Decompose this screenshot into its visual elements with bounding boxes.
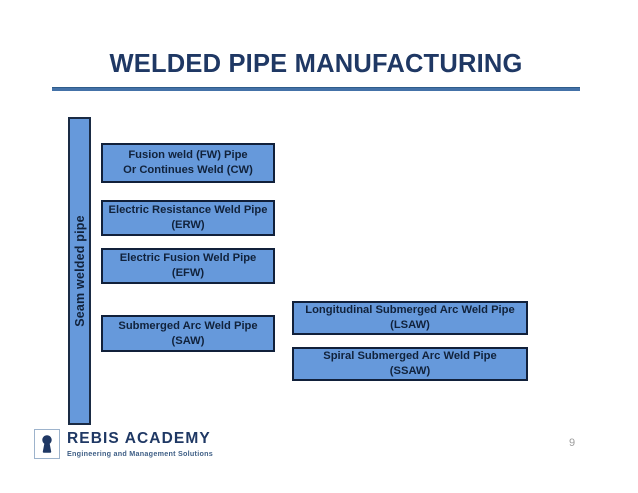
process-box-line2: Or Continues Weld (CW) xyxy=(123,164,253,176)
category-bar-label: Seam welded pipe xyxy=(72,215,87,327)
keyhole-icon xyxy=(34,429,60,459)
process-box-line2: (LSAW) xyxy=(390,319,430,331)
process-box-fusion-weld[interactable]: Fusion weld (FW) Pipe Or Continues Weld … xyxy=(101,143,275,183)
logo-text-block: REBIS ACADEMY Engineering and Management… xyxy=(67,429,213,458)
process-box-line1: Spiral Submerged Arc Weld Pipe xyxy=(323,350,497,363)
title-divider xyxy=(52,87,580,91)
process-box-ssaw[interactable]: Spiral Submerged Arc Weld Pipe (SSAW) xyxy=(292,347,528,381)
logo-tagline: Engineering and Management Solutions xyxy=(67,448,213,458)
process-box-line1: Electric Fusion Weld Pipe xyxy=(119,252,257,265)
process-box-efw[interactable]: Electric Fusion Weld Pipe (EFW) xyxy=(101,248,275,284)
process-box-line2: (EFW) xyxy=(171,267,205,279)
process-box-line2: (ERW) xyxy=(171,219,205,231)
process-box-line1: Submerged Arc Weld Pipe xyxy=(118,319,258,332)
process-box-line1: Longitudinal Submerged Arc Weld Pipe xyxy=(305,304,515,317)
process-box-line2: (SSAW) xyxy=(389,365,431,377)
footer-logo: REBIS ACADEMY Engineering and Management… xyxy=(34,429,213,459)
seam-welded-pipe-category-bar: Seam welded pipe xyxy=(68,117,91,425)
page-title: WELDED PIPE MANUFACTURING xyxy=(109,50,523,78)
process-box-saw[interactable]: Submerged Arc Weld Pipe (SAW) xyxy=(101,315,275,352)
process-box-line1: Fusion weld (FW) Pipe xyxy=(128,149,248,162)
process-box-line1: Electric Resistance Weld Pipe xyxy=(108,204,268,217)
process-box-line2: (SAW) xyxy=(171,334,205,347)
logo-name: REBIS ACADEMY xyxy=(67,429,211,447)
page-number: 9 xyxy=(568,437,576,449)
process-box-erw[interactable]: Electric Resistance Weld Pipe (ERW) xyxy=(101,200,275,236)
process-box-lsaw[interactable]: Longitudinal Submerged Arc Weld Pipe (LS… xyxy=(292,301,528,335)
